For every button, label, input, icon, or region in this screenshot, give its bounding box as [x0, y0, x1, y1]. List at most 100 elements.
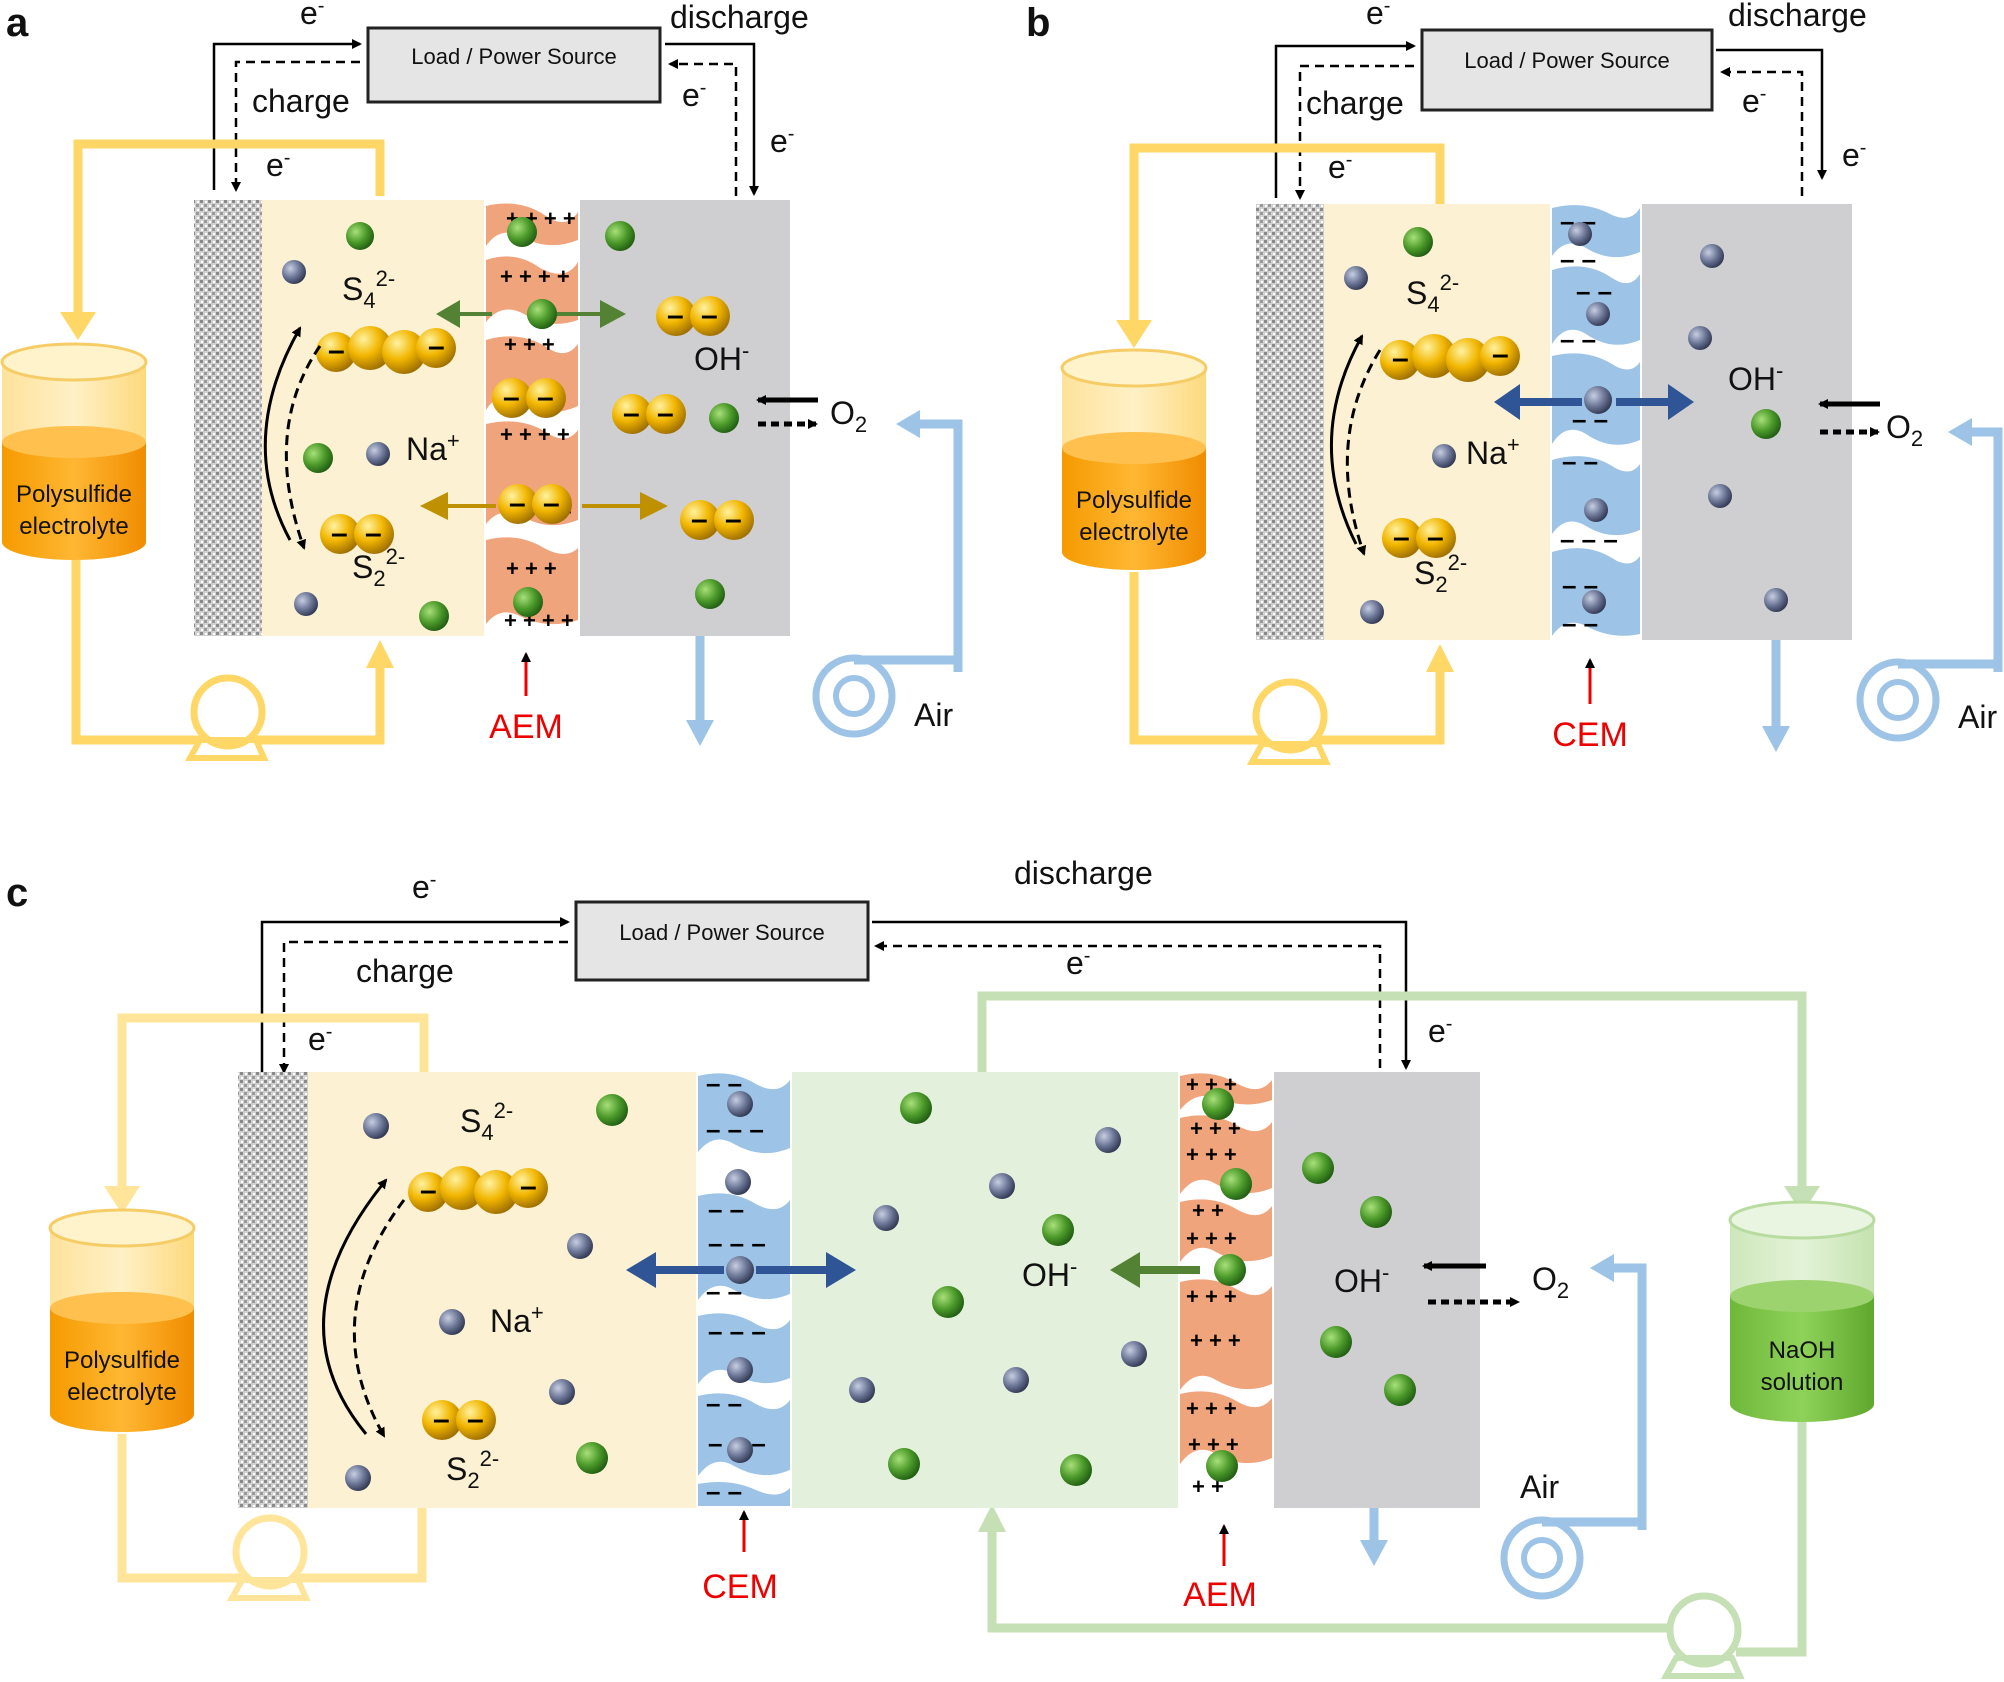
svg-text:–: – [1393, 521, 1410, 554]
svg-text:–: – [365, 517, 382, 550]
panel-label-c: c [6, 871, 28, 915]
carbon-electrode-c [238, 1072, 308, 1508]
svg-text:–: – [1427, 521, 1444, 554]
svg-text:+ + + +: + + + + [500, 422, 570, 447]
membrane-label-b: CEM [1552, 716, 1628, 754]
carbon-electrode-a [194, 200, 262, 636]
air-label-c: Air [1520, 1469, 1559, 1505]
svg-text:– –: – – [706, 1476, 742, 1506]
svg-text:e-: e- [412, 869, 436, 905]
s2-label-b: S22- [1414, 550, 1467, 597]
panel-c: c Load / Power Source e- discharge charg… [6, 855, 1876, 1679]
cathode-chamber-c [1274, 1072, 1480, 1508]
svg-text:– – –: – – – [1560, 524, 1618, 554]
panel-label-a: a [6, 1, 29, 45]
load-power-source-box-a [366, 26, 662, 104]
air-blower-a [812, 654, 958, 738]
air-blower-b [1856, 658, 1998, 742]
load-box-label-c: Load / Power Source [619, 920, 824, 945]
svg-text:Polysulfide: Polysulfide [1076, 487, 1192, 514]
svg-text:electrolyte: electrolyte [1079, 519, 1188, 546]
s2-label-a: S22- [352, 544, 405, 591]
membrane-label-c1: CEM [702, 1568, 778, 1606]
oh-label-b: OH- [1728, 358, 1783, 397]
svg-text:–: – [701, 299, 718, 332]
svg-text:–: – [428, 330, 445, 363]
circuit-c: Load / Power Source e- discharge charge … [260, 855, 1452, 1074]
svg-text:+ +: + + [1192, 1198, 1224, 1223]
svg-text:–: – [503, 381, 520, 414]
svg-text:–: – [537, 381, 554, 414]
cathode-chamber-b [1642, 204, 1852, 640]
o2-label-b: O2 [1886, 409, 1923, 451]
svg-text:+ + +: + + + [1186, 1284, 1237, 1309]
svg-text:electrolyte: electrolyte [19, 513, 128, 540]
svg-text:–: – [1492, 338, 1509, 371]
svg-text:– –: – – [708, 1194, 744, 1224]
polysulfide-loop-b [1129, 143, 1445, 745]
svg-text:–: – [433, 1403, 450, 1436]
svg-text:+ + +: + + + [506, 556, 557, 581]
svg-text:e-: e- [266, 147, 290, 183]
panel-b: b Load / Power Source e- discharge charg… [1026, 0, 2003, 765]
svg-text:e-: e- [1328, 149, 1352, 185]
na-label-a: Na+ [406, 428, 460, 467]
svg-text:+ + +: + + + [1190, 1328, 1241, 1353]
svg-text:e-: e- [1842, 137, 1866, 173]
air-loop-a [695, 419, 963, 722]
load-box-label-a: Load / Power Source [411, 44, 616, 69]
svg-text:e-: e- [1366, 0, 1390, 31]
svg-text:+ + +: + + + [1186, 1226, 1237, 1251]
svg-text:e-: e- [1742, 83, 1766, 119]
svg-text:e-: e- [1066, 945, 1090, 981]
svg-text:+ + + +: + + + + [500, 264, 570, 289]
circuit-a: Load / Power Source e- discharge charge … [212, 0, 809, 196]
o2-label-c: O2 [1532, 1261, 1569, 1303]
polysulfide-tank-c: Polysulfide electrolyte [48, 1208, 196, 1432]
panel-label-b: b [1026, 1, 1050, 45]
discharge-label-a: discharge [670, 0, 809, 35]
air-blower-c [1500, 1516, 1642, 1600]
svg-text:e-: e- [770, 123, 794, 159]
carbon-electrode-b [1256, 204, 1324, 640]
air-label-b: Air [1958, 699, 1997, 735]
svg-text:–: – [657, 397, 674, 430]
oh-label-c2: OH- [1334, 1260, 1389, 1299]
svg-text:electrolyte: electrolyte [67, 1379, 176, 1406]
svg-text:– –: – – [1562, 446, 1598, 476]
air-label-a: Air [914, 697, 953, 733]
load-box-label-b: Load / Power Source [1464, 48, 1669, 73]
svg-text:–: – [331, 517, 348, 550]
polysulfide-loop-a [71, 139, 385, 745]
svg-text:–: – [509, 487, 526, 520]
svg-text:– –: – – [706, 1388, 742, 1418]
naoh-loop-c [977, 991, 1807, 1657]
circuit-b: Load / Power Source e- discharge charge … [1274, 0, 1867, 200]
svg-text:– –: – – [1560, 244, 1596, 274]
pump-b [1246, 678, 1331, 765]
load-power-source-box-b [1420, 28, 1714, 112]
svg-text:Polysulfide: Polysulfide [16, 481, 132, 508]
load-power-source-box-c [574, 900, 870, 982]
polysulfide-loop-c [117, 1013, 429, 1583]
svg-text:– –: – – [1560, 324, 1596, 354]
svg-text:+ + +: + + + [504, 332, 555, 357]
svg-text:– – –: – – – [708, 1316, 766, 1346]
discharge-label-b: discharge [1728, 0, 1867, 33]
svg-text:+ + +: + + + [1186, 1142, 1237, 1167]
svg-text:–: – [520, 1170, 537, 1203]
air-loop-c [1369, 1263, 1647, 1544]
oh-label-c1: OH- [1022, 1254, 1077, 1293]
na-label-b: Na+ [1466, 432, 1520, 471]
svg-text:–: – [667, 299, 684, 332]
polysulfide-tank-b: Polysulfide electrolyte [1060, 348, 1208, 570]
svg-text:–: – [725, 503, 742, 536]
svg-text:–: – [467, 1403, 484, 1436]
anolyte-chamber-c [308, 1072, 696, 1508]
membrane-label-c2: AEM [1183, 1576, 1257, 1614]
discharge-label-c: discharge [1014, 855, 1153, 891]
svg-text:solution: solution [1761, 1369, 1844, 1396]
naoh-tank-c: NaOH solution [1728, 1200, 1876, 1422]
svg-text:–: – [328, 334, 345, 367]
